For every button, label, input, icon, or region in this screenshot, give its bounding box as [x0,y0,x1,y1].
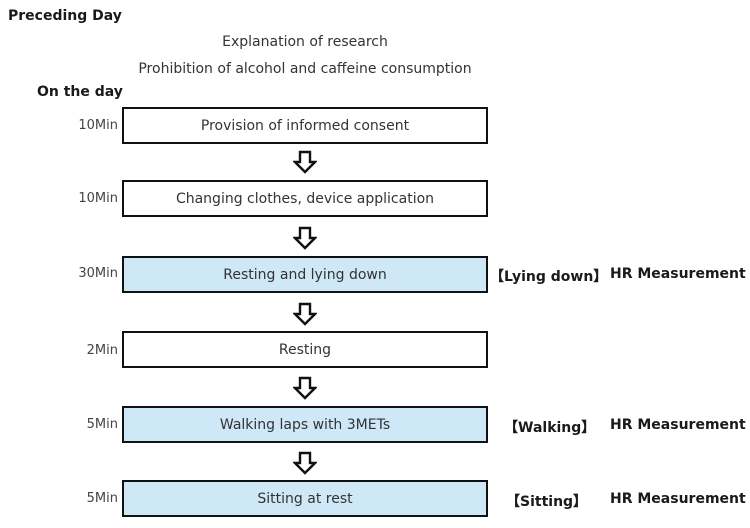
step-label: Resting [278,341,332,358]
step-label: Provision of informed consent [200,117,410,134]
down-arrow-icon [293,376,317,400]
on-the-day-heading: On the day [37,84,123,100]
step-label: Changing clothes, device application [175,190,435,207]
duration-step-1: 10Min [78,118,118,133]
down-arrow-icon [293,451,317,475]
step-box-informed-consent: Provision of informed consent [122,107,488,144]
down-arrow-icon [293,150,317,174]
condition-walking: 【Walking】 [504,420,596,436]
step-label: Resting and lying down [223,266,387,283]
step-label: Walking laps with 3METs [219,416,391,433]
condition-sitting: 【Sitting】 [506,494,588,510]
duration-step-4: 2Min [86,343,118,358]
hr-measurement-sitting: HR Measurement [610,491,746,507]
down-arrow-icon [293,302,317,326]
step-box-resting: Resting [122,331,488,368]
note-explanation: Explanation of research [222,34,388,50]
duration-step-3: 30Min [78,266,118,281]
duration-step-5: 5Min [86,417,118,432]
down-arrow-icon [293,226,317,250]
hr-measurement-lying: HR Measurement [610,266,746,282]
note-prohibition: Prohibition of alcohol and caffeine cons… [138,61,472,77]
step-box-sitting-at-rest: Sitting at rest [122,480,488,517]
hr-measurement-walking: HR Measurement [610,417,746,433]
condition-lying-down: 【Lying down】 [490,269,608,285]
duration-step-6: 5Min [86,491,118,506]
duration-step-2: 10Min [78,191,118,206]
step-label: Sitting at rest [257,490,353,507]
step-box-resting-lying-down: Resting and lying down [122,256,488,293]
preceding-day-heading: Preceding Day [8,8,122,24]
step-box-changing-clothes: Changing clothes, device application [122,180,488,217]
step-box-walking-laps: Walking laps with 3METs [122,406,488,443]
